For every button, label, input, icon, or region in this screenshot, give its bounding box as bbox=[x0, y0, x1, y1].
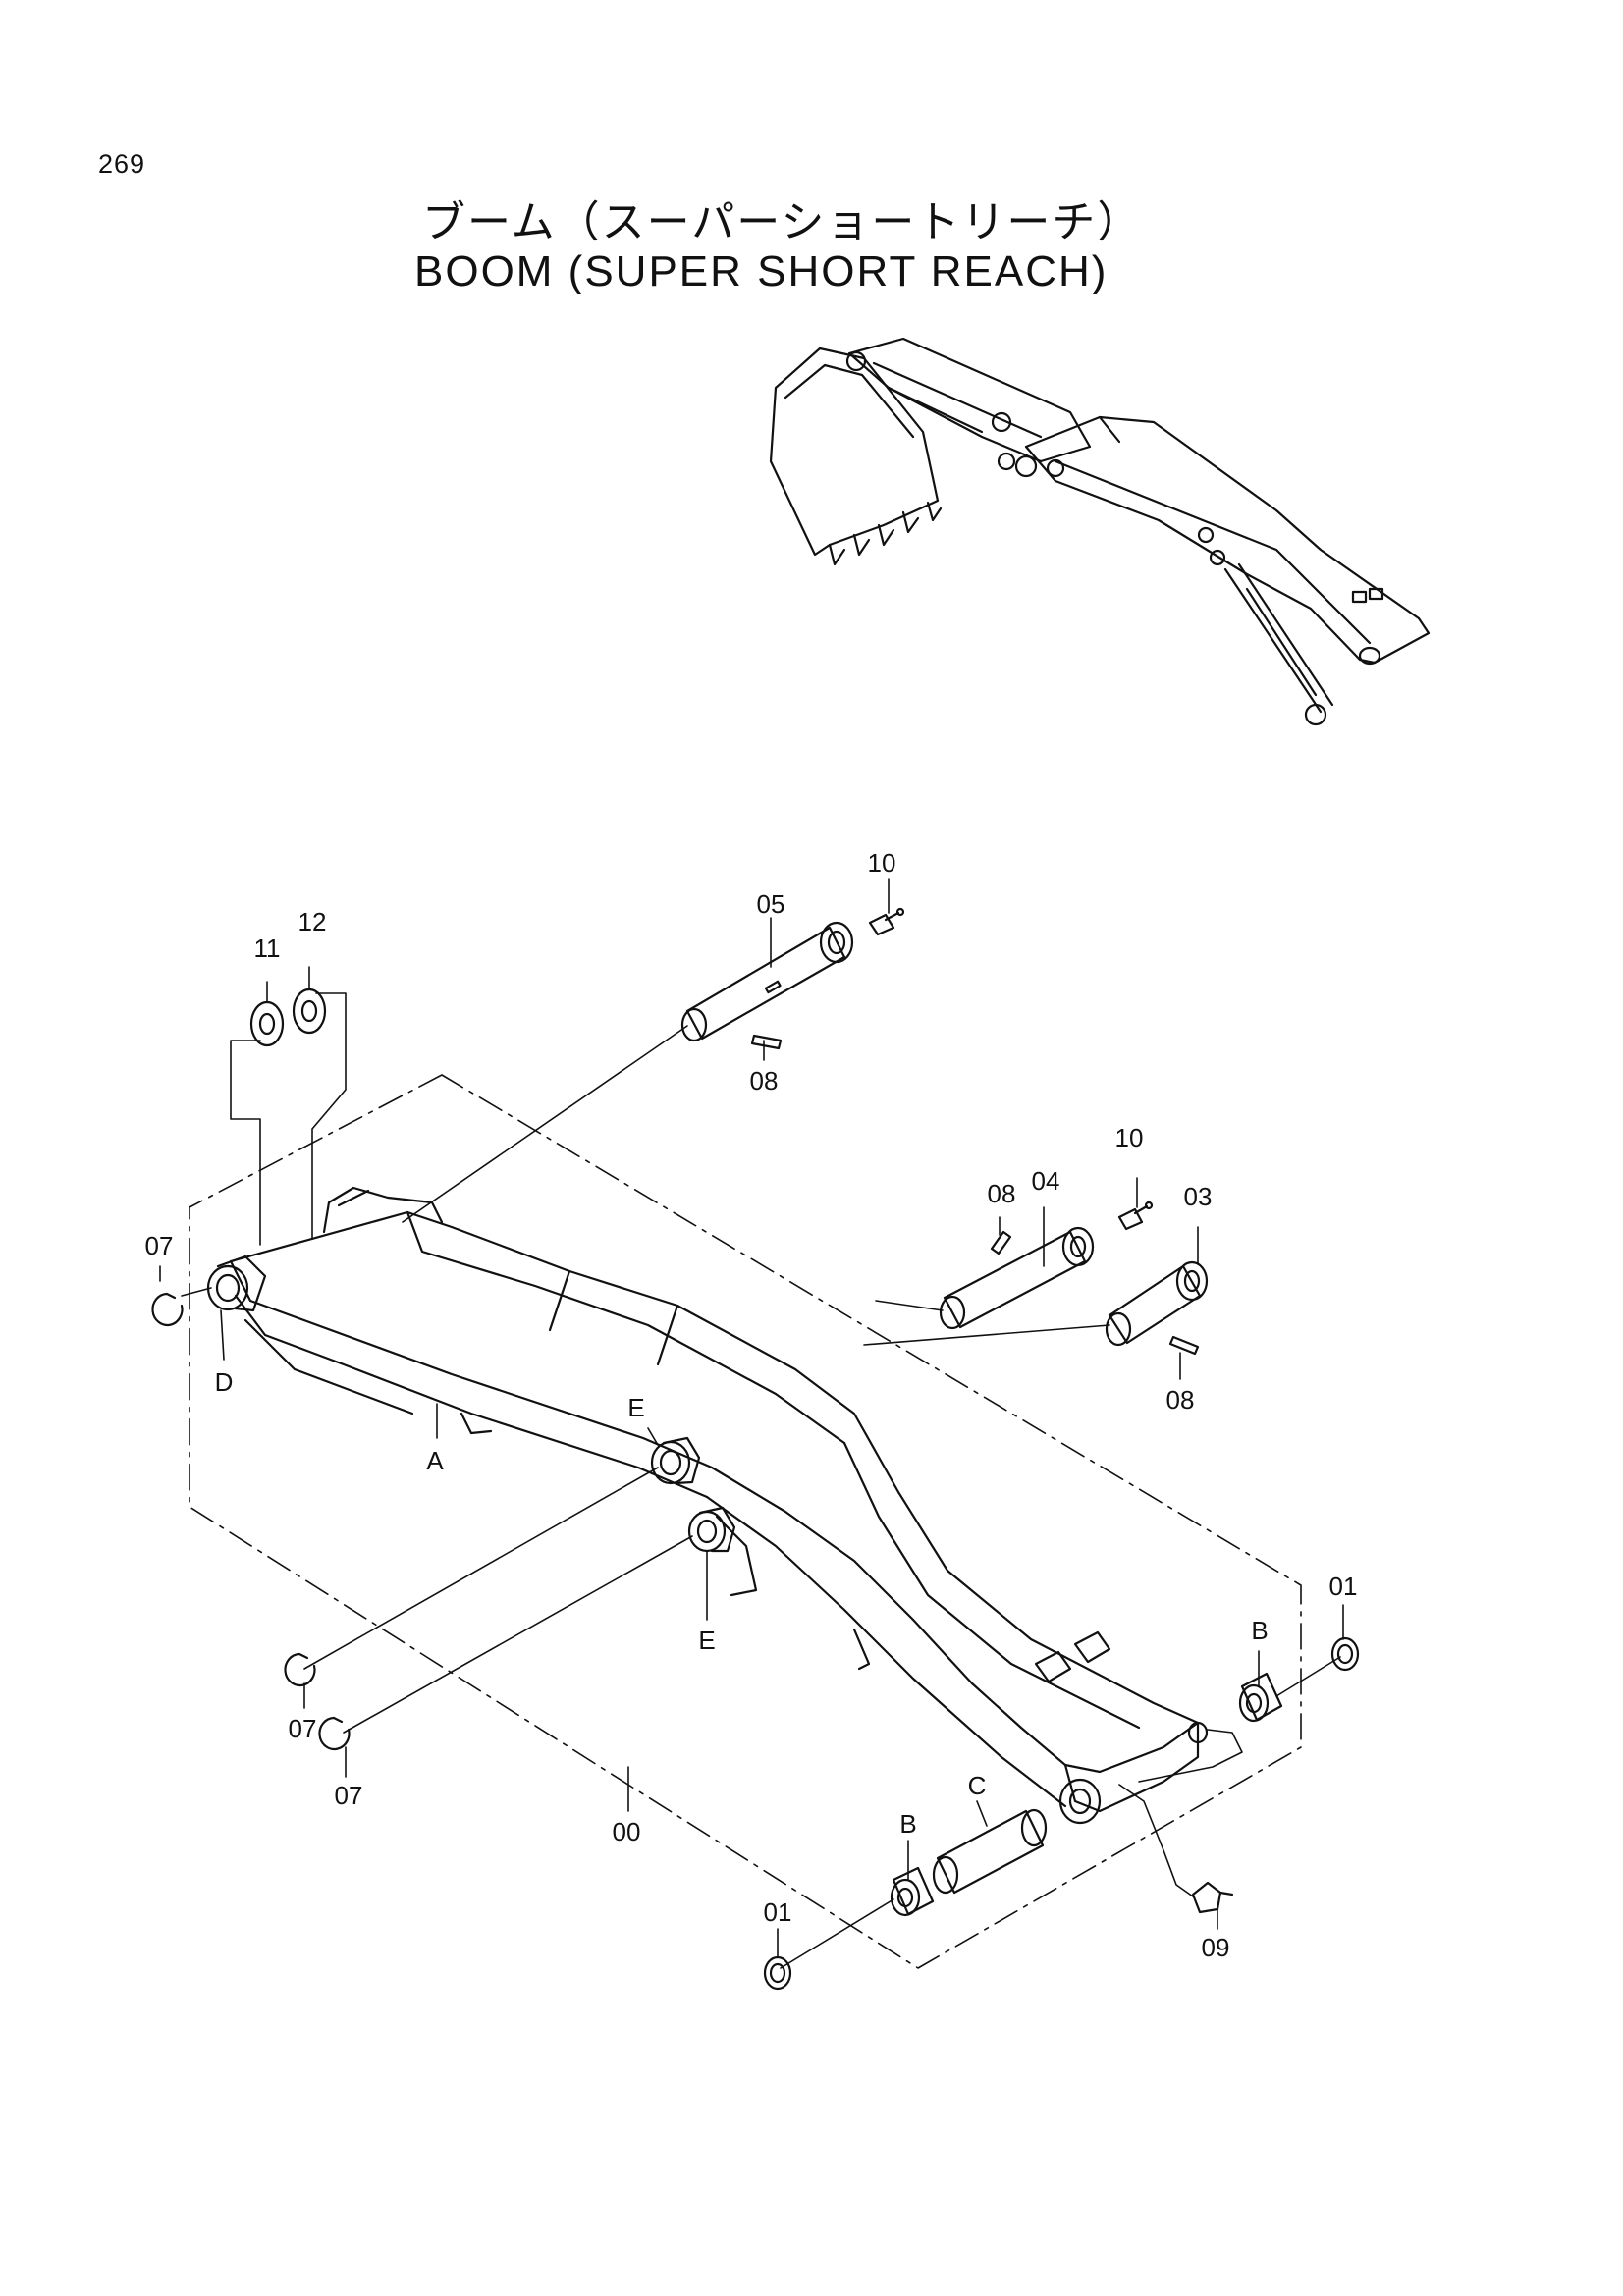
snap-ring-07-lower-b bbox=[318, 1716, 351, 1751]
callout-03: 03 bbox=[1184, 1182, 1213, 1211]
callout-10-top: 10 bbox=[868, 848, 896, 878]
boom-end-bosses bbox=[1058, 1721, 1209, 1825]
shim-12 bbox=[292, 988, 327, 1035]
cylinder-boss-e-lower bbox=[687, 1506, 736, 1553]
assembly-lines bbox=[181, 992, 1341, 1969]
callout-08-mid: 08 bbox=[988, 1179, 1016, 1208]
callout-ref-a: A bbox=[426, 1446, 444, 1475]
snap-ring-07-lower-a bbox=[284, 1652, 316, 1687]
callout-05: 05 bbox=[757, 889, 785, 919]
boom-foot-boss-d bbox=[206, 1255, 267, 1312]
callout-07-lower-b: 07 bbox=[335, 1781, 363, 1810]
excavator-overview-illustration bbox=[769, 337, 1431, 726]
seal-01-right bbox=[1330, 1636, 1360, 1672]
page-number: 269 bbox=[98, 149, 146, 179]
callout-12: 12 bbox=[298, 907, 327, 936]
callout-09: 09 bbox=[1202, 1933, 1230, 1962]
callout-04: 04 bbox=[1032, 1166, 1060, 1196]
callout-ref-b-right: B bbox=[1251, 1616, 1268, 1645]
grease-fitting-10-mid bbox=[1117, 1201, 1154, 1231]
callout-ref-c: C bbox=[968, 1771, 987, 1800]
callout-11: 11 bbox=[254, 934, 281, 963]
callout-10-mid: 10 bbox=[1115, 1123, 1144, 1152]
title-english: BOOM (SUPER SHORT REACH) bbox=[414, 247, 1109, 295]
lock-pin-08-mid-upper bbox=[990, 1230, 1012, 1255]
lock-pin-08-top bbox=[750, 1034, 783, 1050]
title-japanese: ブーム（スーパーショートリーチ） bbox=[422, 197, 1143, 247]
bushing-b-right bbox=[1238, 1672, 1283, 1723]
callout-01-right: 01 bbox=[1329, 1572, 1358, 1601]
phantom-boundary bbox=[189, 1074, 1302, 1969]
bushing-b-left bbox=[890, 1866, 935, 1917]
callout-00: 00 bbox=[613, 1817, 641, 1846]
shim-11 bbox=[249, 1000, 285, 1047]
stopper-pads bbox=[1034, 1630, 1111, 1683]
leader-lines bbox=[159, 878, 1344, 1957]
boom-body bbox=[229, 1186, 1200, 1813]
callout-01-left: 01 bbox=[764, 1897, 792, 1927]
callout-07-left: 07 bbox=[145, 1231, 174, 1260]
cylinder-boss-e-upper bbox=[650, 1436, 701, 1485]
callout-ref-b-left: B bbox=[899, 1809, 916, 1839]
pin-03 bbox=[1105, 1260, 1209, 1347]
pin-05 bbox=[680, 921, 854, 1042]
pin-04 bbox=[939, 1226, 1095, 1330]
grease-fitting-10-top bbox=[868, 907, 905, 936]
callout-07-lower-a: 07 bbox=[289, 1714, 317, 1743]
lock-pin-08-right bbox=[1168, 1335, 1200, 1356]
snap-ring-07-left bbox=[151, 1292, 184, 1327]
seal-01-left bbox=[763, 1955, 792, 1991]
bushing-c bbox=[932, 1808, 1048, 1895]
callout-labels: 11 12 05 10 08 10 08 04 03 08 07 D A E E… bbox=[145, 848, 1358, 1962]
callout-08-right: 08 bbox=[1166, 1385, 1195, 1415]
callout-ref-e-upper: E bbox=[627, 1393, 644, 1422]
callout-08-top: 08 bbox=[750, 1066, 779, 1095]
grease-fitting-09 bbox=[1191, 1881, 1234, 1914]
callout-ref-e-lower: E bbox=[698, 1626, 715, 1655]
callout-ref-d: D bbox=[215, 1367, 234, 1397]
